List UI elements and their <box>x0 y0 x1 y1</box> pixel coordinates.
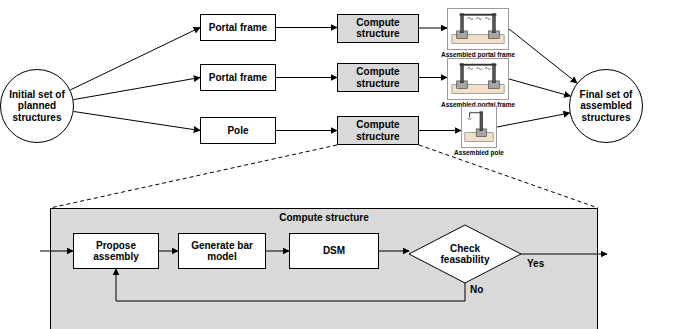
compute-box: Compute structure <box>337 14 419 43</box>
flow-arrow <box>379 251 409 252</box>
flow-arrow <box>74 111 200 130</box>
flow-arrow <box>116 269 465 301</box>
node-text: Check feasability <box>435 243 495 266</box>
cable-mark <box>485 68 491 70</box>
flow-arrow <box>497 113 570 127</box>
node-text: Portal frame <box>209 22 267 34</box>
column <box>493 14 496 33</box>
beam <box>460 14 497 16</box>
process-box: DSM <box>289 233 379 269</box>
outcome-label: Yes <box>527 258 544 269</box>
flow-arrow <box>276 27 337 28</box>
process-box: Pole <box>200 117 276 144</box>
portal-frame-illustration <box>448 9 508 49</box>
process-box: Propose assembly <box>73 233 159 269</box>
result-illustration: Assembled portal frame <box>447 8 509 50</box>
cable-mark <box>476 68 482 70</box>
process-box: Portal frame <box>200 14 276 41</box>
result-illustration: Assembled portal frame <box>447 58 509 100</box>
result-illustration: Assembled pole <box>461 106 497 148</box>
node-text: Propose assembly <box>74 240 158 263</box>
flow-arrow <box>266 251 289 252</box>
flow-arrow <box>73 78 200 100</box>
cable-mark <box>468 118 472 120</box>
panel-title: Compute structure <box>51 212 597 224</box>
terminal-circle: Final set of assembled structures <box>569 69 643 143</box>
flow-arrow <box>509 79 570 96</box>
process-box: Generate bar model <box>178 233 266 269</box>
portal-frame-illustration <box>448 59 508 99</box>
pole-arm <box>470 113 482 118</box>
compute-box: Compute structure <box>337 63 419 92</box>
entry-arrow <box>40 251 73 252</box>
column <box>461 64 464 83</box>
flow-arrow <box>419 130 461 131</box>
node-text: Compute structure <box>338 119 418 142</box>
edge-label: No <box>470 284 483 295</box>
caption: Assembled pole <box>454 149 504 156</box>
node-text: Generate bar model <box>179 240 265 263</box>
projection-line <box>50 145 598 208</box>
flow-arrow <box>276 130 337 131</box>
flow-arrow <box>419 28 447 29</box>
column <box>480 112 483 131</box>
node-text: Compute structure <box>338 17 418 40</box>
terminal-circle: Initial set of planned structures <box>0 69 74 143</box>
pole-illustration <box>462 107 496 147</box>
detail-panel: Compute structurePropose assembly Generat… <box>50 208 598 329</box>
exit-arrow <box>521 254 607 255</box>
node-text: Compute structure <box>338 66 418 89</box>
node-text: Initial set of planned structures <box>5 89 69 124</box>
column <box>493 64 496 83</box>
cable-mark <box>467 68 473 70</box>
cable-mark <box>485 18 491 20</box>
node-text: Final set of assembled structures <box>574 89 638 124</box>
node-text: Portal frame <box>209 72 267 84</box>
flow-arrow <box>419 77 447 78</box>
flow-arrow <box>509 29 577 83</box>
flow-arrow <box>159 251 178 252</box>
node-text: DSM <box>323 245 345 257</box>
decision-diamond: Check feasability <box>409 225 521 283</box>
column <box>461 14 464 33</box>
cable-mark <box>476 18 482 20</box>
node-text: Pole <box>227 125 248 137</box>
beam <box>460 64 497 66</box>
cable-mark <box>467 18 473 20</box>
compute-box: Compute structure <box>337 116 419 145</box>
flow-arrow <box>276 77 337 78</box>
process-box: Portal frame <box>200 64 276 91</box>
diamond-shape <box>409 225 521 283</box>
